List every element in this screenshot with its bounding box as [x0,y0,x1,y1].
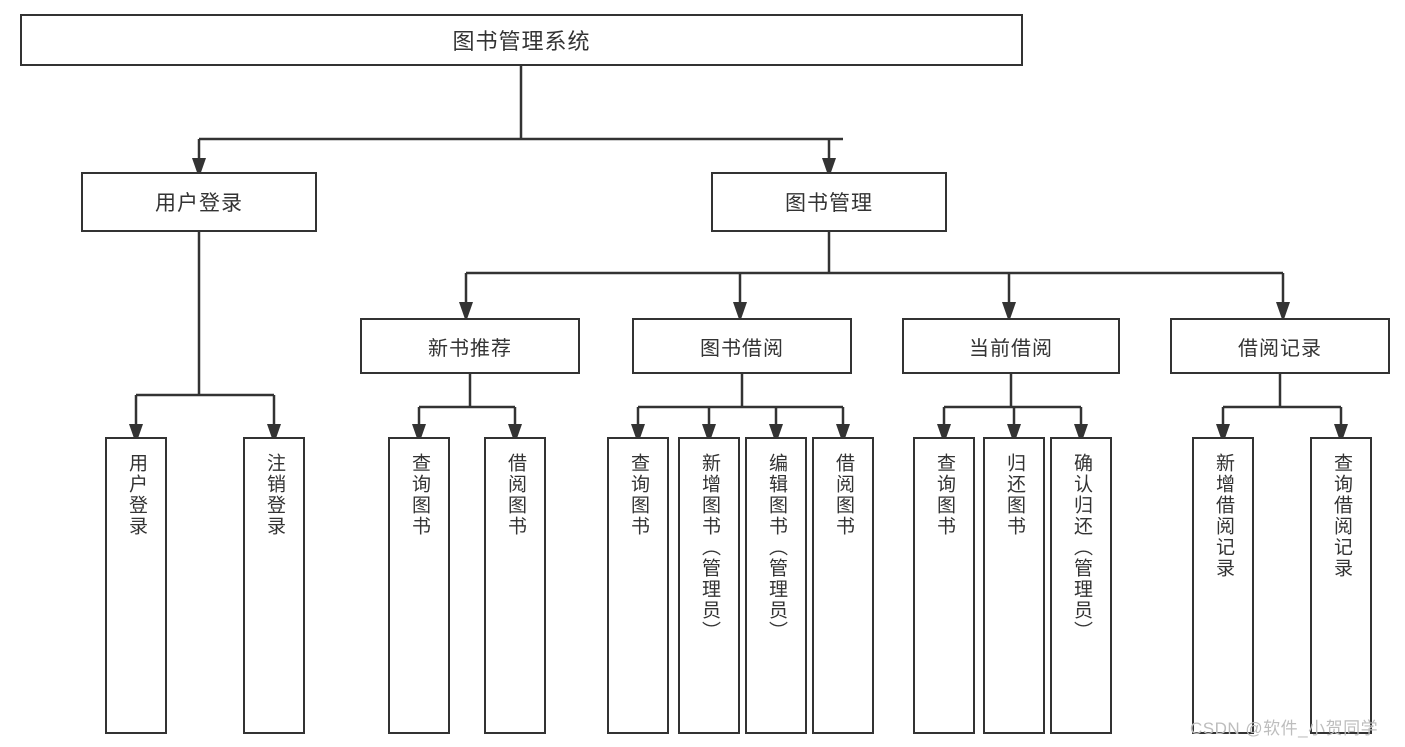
arrowhead-nb-leaf2 [508,424,522,444]
leaf-query-book-borrow[interactable]: 查询图书 [607,437,669,734]
node-label: 新增借阅记录 [1212,453,1234,579]
arrowhead-cb-leaf2 [1007,424,1021,444]
node-label: 归还图书 [1003,453,1025,537]
node-label: 查询图书 [933,453,955,537]
arrowheads [129,158,1348,444]
node-label: 编辑图书（管理员） [765,453,787,642]
node-label: 新增图书（管理员） [698,453,720,642]
leaf-edit-book-admin[interactable]: 编辑图书（管理员） [745,437,807,734]
arrowhead-bookborrow [733,302,747,322]
arrowhead-book-manage [822,158,836,178]
node-root-system[interactable]: 图书管理系统 [20,14,1023,66]
node-label: 确认归还（管理员） [1070,453,1092,642]
node-label: 图书管理 [785,192,873,215]
leaf-borrow-book-newbook[interactable]: 借阅图书 [484,437,546,734]
arrowhead-borrowrecord [1276,302,1290,322]
arrowhead-ul-leaf2 [267,424,281,444]
node-label: 查询图书 [627,453,649,537]
leaf-user-login[interactable]: 用户登录 [105,437,167,734]
leaf-confirm-return-admin[interactable]: 确认归还（管理员） [1050,437,1112,734]
node-new-book-recommend[interactable]: 新书推荐 [360,318,580,374]
leaf-return-book[interactable]: 归还图书 [983,437,1045,734]
node-book-borrow[interactable]: 图书借阅 [632,318,852,374]
node-label: 用户登录 [155,192,243,215]
node-label: 借阅图书 [832,453,854,537]
arrowhead-nb-leaf1 [412,424,426,444]
leaf-query-book-current[interactable]: 查询图书 [913,437,975,734]
arrowhead-bb-leaf2 [702,424,716,444]
node-label: 查询借阅记录 [1330,453,1352,579]
node-label: 新书推荐 [428,337,512,360]
node-label: 图书借阅 [700,337,784,360]
leaf-add-borrow-record[interactable]: 新增借阅记录 [1192,437,1254,734]
node-current-borrow[interactable]: 当前借阅 [902,318,1120,374]
leaf-logout-login[interactable]: 注销登录 [243,437,305,734]
arrowhead-ul-leaf1 [129,424,143,444]
arrowhead-bb-leaf3 [769,424,783,444]
node-borrow-record[interactable]: 借阅记录 [1170,318,1390,374]
arrowhead-cb-leaf3 [1074,424,1088,444]
node-label: 查询图书 [408,453,430,537]
node-label: 借阅图书 [504,453,526,537]
arrowhead-currentborrow [1002,302,1016,322]
arrowhead-cb-leaf1 [937,424,951,444]
node-label: 注销登录 [263,453,285,537]
arrowhead-br-leaf1 [1216,424,1230,444]
leaf-add-book-admin[interactable]: 新增图书（管理员） [678,437,740,734]
node-label: 借阅记录 [1238,337,1322,360]
node-book-management[interactable]: 图书管理 [711,172,947,232]
leaf-borrow-book[interactable]: 借阅图书 [812,437,874,734]
node-user-login[interactable]: 用户登录 [81,172,317,232]
csdn-watermark: CSDN @软件_小贺同学 [1190,719,1379,738]
leaf-query-book-newbook[interactable]: 查询图书 [388,437,450,734]
arrowhead-newbook [459,302,473,322]
node-label: 当前借阅 [969,337,1053,360]
leaf-query-borrow-record[interactable]: 查询借阅记录 [1310,437,1372,734]
arrowhead-br-leaf2 [1334,424,1348,444]
arrowhead-user-login [192,158,206,178]
arrowhead-bb-leaf4 [836,424,850,444]
node-label: 用户登录 [125,453,147,537]
node-label: 图书管理系统 [452,29,591,54]
arrowhead-bb-leaf1 [631,424,645,444]
